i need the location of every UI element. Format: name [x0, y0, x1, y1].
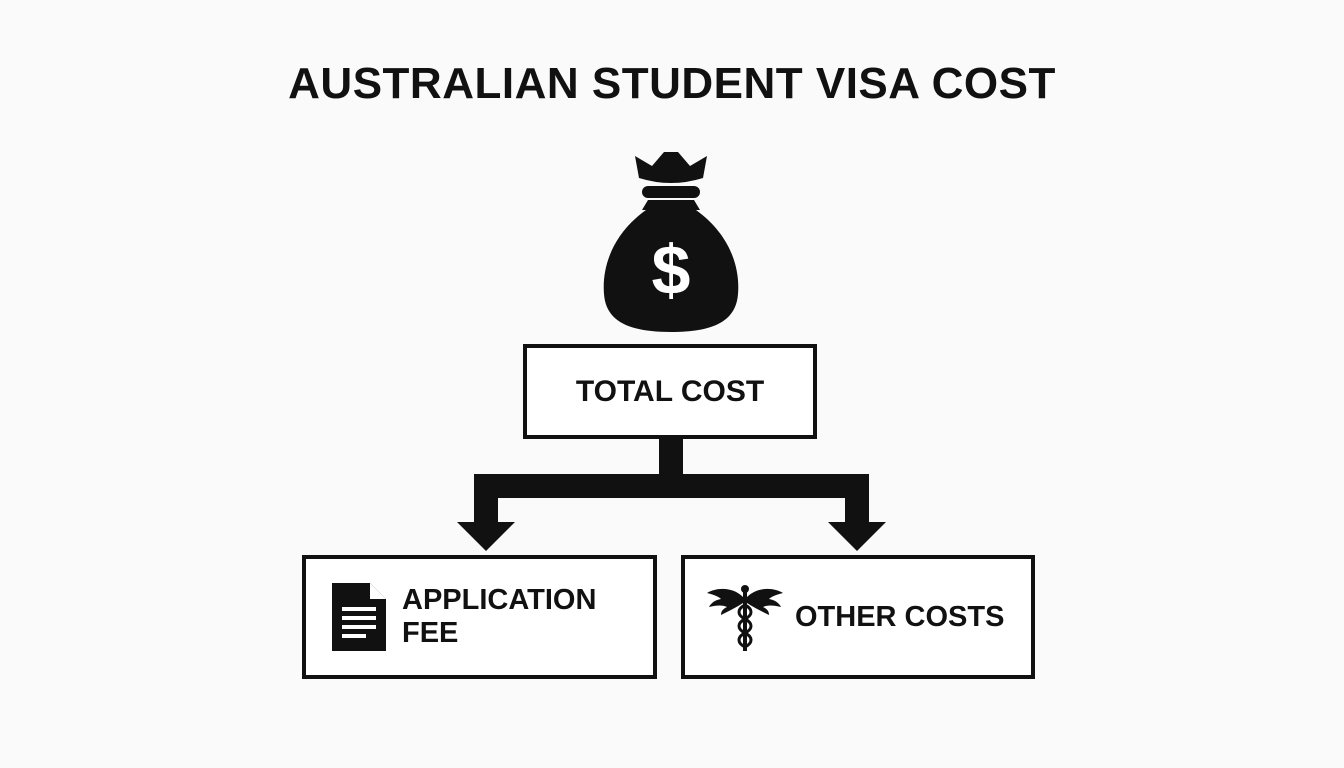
document-icon [332, 583, 386, 651]
other-costs-node: OTHER COSTS [681, 555, 1035, 679]
svg-text:$: $ [652, 231, 691, 309]
total-cost-label: TOTAL COST [575, 374, 765, 408]
other-costs-label: OTHER COSTS [795, 600, 1005, 633]
diagram-title: AUSTRALIAN STUDENT VISA COST [288, 59, 1056, 108]
application-fee-node: APPLICATION FEE [302, 555, 657, 679]
caduceus-icon [707, 585, 783, 651]
money-bag-icon: $ [603, 152, 739, 332]
total-cost-node: TOTAL COST [523, 344, 817, 439]
application-fee-label: APPLICATION FEE [402, 584, 597, 649]
